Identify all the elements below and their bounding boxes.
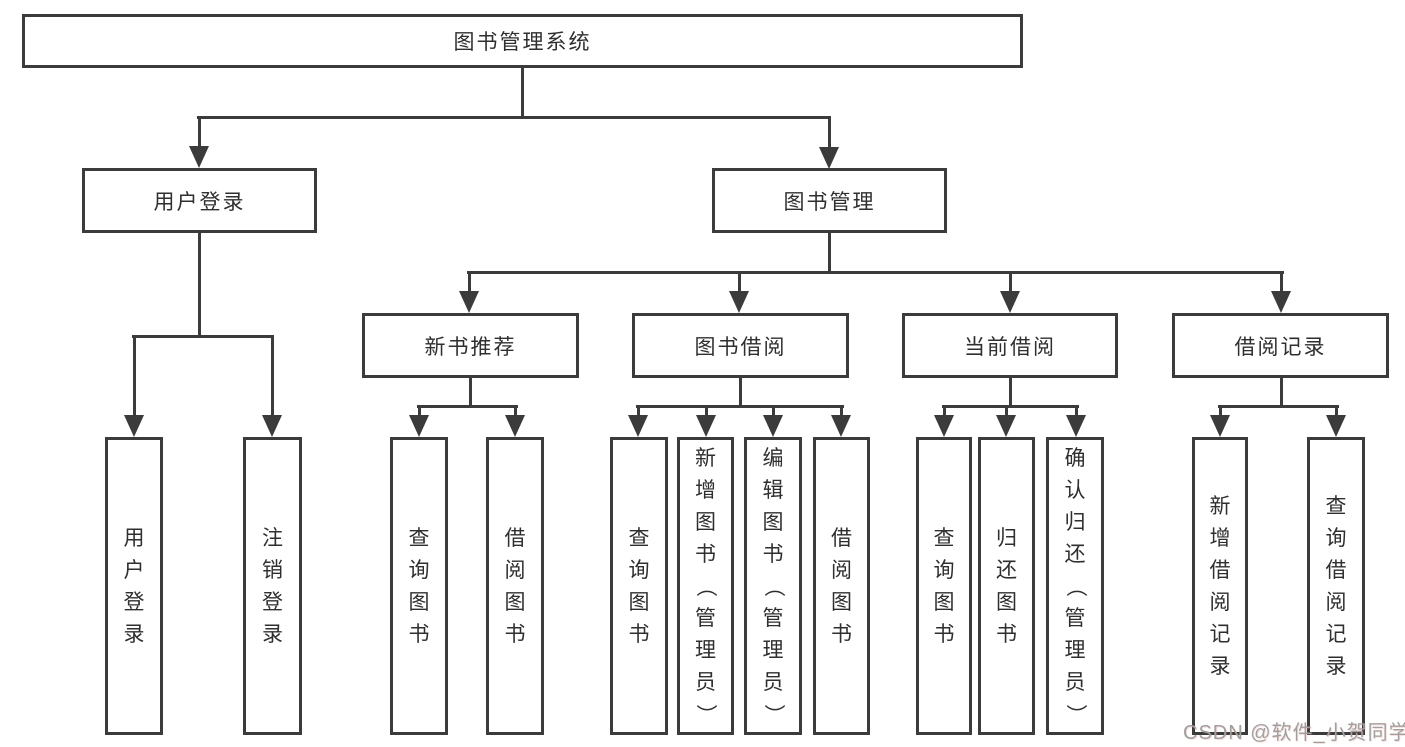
node-current-borrow-label: 当前借阅 bbox=[964, 335, 1056, 359]
arrowhead-down-icon bbox=[729, 291, 749, 313]
connector-login-rail bbox=[132, 335, 274, 338]
node-leaf-query-books-current: 查询图书 bbox=[916, 437, 972, 735]
node-leaf-confirm-return-admin-label: 确认归还（管理员） bbox=[1063, 446, 1087, 725]
arrowhead-down-icon bbox=[831, 415, 851, 437]
node-leaf-query-books-rec: 查询图书 bbox=[390, 437, 448, 735]
arrowhead-down-icon bbox=[262, 415, 282, 437]
node-leaf-return-book: 归还图书 bbox=[978, 437, 1035, 735]
arrowhead-down-icon bbox=[505, 415, 525, 437]
node-leaf-return-book-label: 归还图书 bbox=[996, 526, 1017, 646]
node-leaf-borrow-books-borrow: 借阅图书 bbox=[813, 437, 870, 735]
arrowhead-down-icon bbox=[459, 291, 479, 313]
node-book-mgmt: 图书管理 bbox=[712, 168, 947, 233]
arrowhead-down-icon bbox=[1271, 291, 1291, 313]
arrowhead-down-icon bbox=[763, 415, 783, 437]
connector-arrow-shaft bbox=[198, 116, 201, 148]
node-borrow-records-label: 借阅记录 bbox=[1234, 335, 1327, 359]
node-leaf-user-login-label: 用户登录 bbox=[123, 526, 145, 646]
connector-arrow-shaft bbox=[514, 405, 517, 419]
connector-arrow-shaft bbox=[1009, 271, 1012, 295]
node-new-book-rec-label: 新书推荐 bbox=[424, 335, 517, 359]
node-book-borrow-label: 图书借阅 bbox=[694, 335, 787, 359]
arrowhead-down-icon bbox=[696, 415, 716, 437]
connector-arrow-shaft bbox=[271, 335, 274, 419]
connector-arrow-shaft bbox=[133, 335, 136, 419]
connector-current-stem bbox=[1009, 378, 1012, 408]
node-leaf-confirm-return-admin: 确认归还（管理员） bbox=[1046, 437, 1104, 735]
connector-arrow-shaft bbox=[1280, 271, 1283, 295]
connector-arrow-shaft bbox=[468, 271, 471, 295]
connector-arrow-shaft bbox=[1219, 405, 1222, 419]
node-user-login-label: 用户登录 bbox=[153, 190, 246, 214]
connector-arrow-shaft bbox=[943, 405, 946, 419]
connector-rec-rail bbox=[417, 405, 518, 408]
connector-mgmt-rail bbox=[467, 271, 1284, 274]
arrowhead-down-icon bbox=[628, 415, 648, 437]
connector-arrow-shaft bbox=[637, 405, 640, 419]
node-leaf-logout: 注销登录 bbox=[243, 437, 302, 735]
node-leaf-add-borrow-record: 新增借阅记录 bbox=[1192, 437, 1248, 735]
connector-arrow-shaft bbox=[1075, 405, 1078, 419]
connector-arrow-shaft bbox=[772, 405, 775, 419]
connector-arrow-shaft bbox=[705, 405, 708, 419]
arrowhead-down-icon bbox=[124, 415, 144, 437]
node-leaf-user-login: 用户登录 bbox=[105, 437, 163, 735]
connector-arrow-shaft bbox=[418, 405, 421, 419]
node-leaf-edit-book-admin: 编辑图书（管理员） bbox=[744, 437, 802, 735]
node-leaf-query-books-borrow: 查询图书 bbox=[610, 437, 668, 735]
node-leaf-add-book-admin-label: 新增图书（管理员） bbox=[694, 446, 717, 725]
connector-records-rail bbox=[1218, 405, 1339, 408]
node-leaf-query-books-borrow-label: 查询图书 bbox=[628, 526, 650, 646]
connector-mgmt-stem bbox=[828, 233, 831, 274]
node-user-login: 用户登录 bbox=[82, 168, 317, 233]
connector-arrow-shaft bbox=[1005, 405, 1008, 419]
csdn-watermark: CSDN @软件_小贺同学 bbox=[1183, 722, 1405, 744]
node-current-borrow: 当前借阅 bbox=[902, 313, 1118, 378]
arrowhead-down-icon bbox=[819, 147, 839, 169]
arrowhead-down-icon bbox=[409, 415, 429, 437]
node-new-book-rec: 新书推荐 bbox=[362, 313, 579, 378]
node-root-label: 图书管理系统 bbox=[453, 31, 592, 54]
arrowhead-down-icon bbox=[1066, 415, 1086, 437]
arrowhead-down-icon bbox=[996, 415, 1016, 437]
arrowhead-down-icon bbox=[189, 146, 209, 168]
node-leaf-query-books-rec-label: 查询图书 bbox=[408, 526, 430, 646]
node-leaf-query-borrow-record: 查询借阅记录 bbox=[1307, 437, 1365, 735]
connector-root-stem bbox=[521, 68, 524, 118]
arrowhead-down-icon bbox=[1210, 415, 1230, 437]
node-leaf-borrow-books-borrow-label: 借阅图书 bbox=[831, 526, 852, 646]
node-leaf-logout-label: 注销登录 bbox=[262, 526, 283, 646]
arrowhead-down-icon bbox=[934, 415, 954, 437]
arrowhead-down-icon bbox=[1326, 415, 1346, 437]
node-leaf-edit-book-admin-label: 编辑图书（管理员） bbox=[761, 446, 785, 725]
node-root: 图书管理系统 bbox=[22, 14, 1023, 68]
connector-borrow-rail bbox=[636, 405, 844, 408]
node-leaf-borrow-books-rec-label: 借阅图书 bbox=[504, 526, 526, 646]
connector-arrow-shaft bbox=[738, 271, 741, 295]
node-borrow-records: 借阅记录 bbox=[1172, 313, 1389, 378]
connector-root-rail bbox=[197, 116, 831, 119]
connector-rec-stem bbox=[469, 378, 472, 408]
node-leaf-borrow-books-rec: 借阅图书 bbox=[486, 437, 544, 735]
connector-arrow-shaft bbox=[828, 116, 831, 149]
connector-arrow-shaft bbox=[1335, 405, 1338, 419]
connector-borrow-stem bbox=[739, 378, 742, 408]
node-leaf-query-borrow-record-label: 查询借阅记录 bbox=[1325, 494, 1347, 678]
connector-login-stem bbox=[198, 233, 201, 338]
node-leaf-add-book-admin: 新增图书（管理员） bbox=[677, 437, 734, 735]
arrowhead-down-icon bbox=[1000, 291, 1020, 313]
node-book-borrow: 图书借阅 bbox=[632, 313, 849, 378]
node-book-mgmt-label: 图书管理 bbox=[783, 190, 876, 214]
node-leaf-query-books-current-label: 查询图书 bbox=[933, 526, 955, 646]
connector-records-stem bbox=[1280, 378, 1283, 408]
connector-current-rail bbox=[942, 405, 1079, 408]
connector-arrow-shaft bbox=[840, 405, 843, 419]
node-leaf-add-borrow-record-label: 新增借阅记录 bbox=[1209, 494, 1231, 678]
